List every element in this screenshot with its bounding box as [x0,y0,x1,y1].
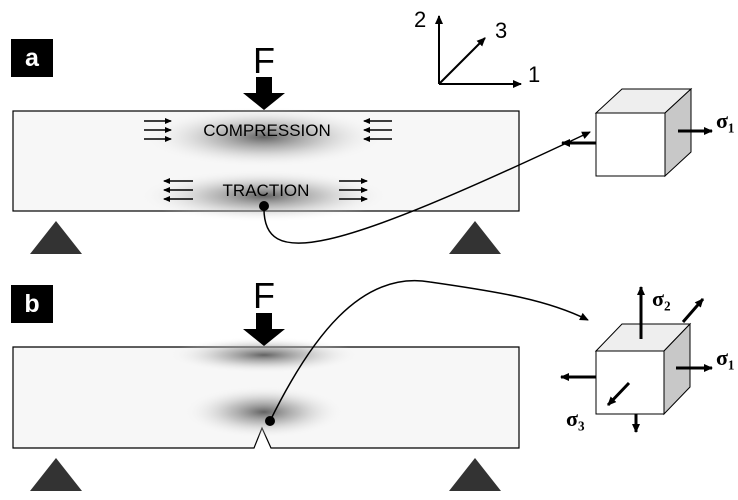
axis-2-label: 2 [414,7,426,32]
axis-1-label: 1 [528,62,540,87]
panel-a-traction-zone [139,170,389,222]
panel-b-sigma-3-label: σ₃ [566,406,585,431]
panel-a-stress-cube [561,87,713,178]
panel-b-sigma-1-label: σ₁ [716,345,735,370]
panel-a-connector-curve [263,131,591,244]
cube-b-front-face [595,350,665,415]
panel-a-force-label: F [253,40,275,81]
axis-3-label: 3 [495,18,507,43]
panel-b-left-support [30,458,82,491]
panel-a-sigma-1-label: σ₁ [716,108,735,133]
panel-a-traction-arrows-right [339,178,368,202]
panel-b-force-label: F [253,275,275,316]
panel-a-compression-zone [144,107,384,167]
cube-b-arrow-back [681,298,705,323]
panel-b-right-support [449,458,501,491]
panel-a-left-support [30,221,82,254]
panel-a-force-arrow-head [243,93,285,110]
panel-b-force-arrow-shaft [256,313,272,330]
panel-b-force-arrow-head [243,329,285,346]
panel-b-connector-curve [269,279,589,422]
panel-a-compression-arrows-right [363,118,392,142]
panel-a-compression-arrows-left [144,118,172,142]
panel-a-beam-group: F COMPRESSION [12,40,591,254]
panel-a-tag: a [11,39,53,77]
panel-a-force-arrow-shaft [256,77,272,94]
panel-b-sigma-2-label: σ₂ [652,286,671,311]
panel-a-traction-label: TRACTION [223,181,310,200]
cube-b-arrow-front [606,381,631,407]
panel-b-crack-tip-zone [184,386,344,438]
cube-a-front-face [595,112,666,177]
panel-b-compression-zone [169,337,359,373]
coordinate-axes [435,15,522,88]
panel-b-tag: b [11,285,53,323]
panel-a-right-support [449,221,501,254]
panel-a-compression-label: COMPRESSION [203,121,331,140]
panel-a-traction-arrows-left [163,178,193,202]
panel-b-beam-group: F [12,275,589,491]
panel-b-stress-cube [560,286,713,433]
